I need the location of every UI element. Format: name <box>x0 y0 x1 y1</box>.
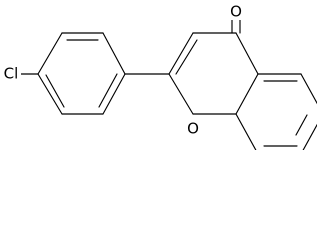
atom-labels: O O Cl <box>0 3 244 138</box>
bond-lines <box>19 16 317 150</box>
bond <box>102 32 126 75</box>
ring-oxygen-mask <box>185 121 201 137</box>
bond <box>300 73 317 105</box>
bond <box>168 32 194 75</box>
bond <box>295 114 308 136</box>
bond <box>45 74 65 108</box>
bond <box>37 73 63 115</box>
ring-oxygen-label: O <box>187 120 199 138</box>
bond <box>98 73 118 108</box>
bond <box>235 32 259 75</box>
chemical-structure-diagram: O O Cl <box>0 2 317 150</box>
chlorine-label: Cl <box>4 65 19 83</box>
bond <box>175 39 198 75</box>
bond <box>37 32 63 75</box>
carbonyl-oxygen-label: O <box>230 3 242 21</box>
bond <box>235 113 257 150</box>
bond <box>235 73 259 115</box>
bond <box>168 73 194 115</box>
carbonyl-oxygen-mask <box>228 4 244 20</box>
bond <box>102 73 126 115</box>
chlorine-mask <box>0 66 21 83</box>
bond <box>302 123 317 150</box>
